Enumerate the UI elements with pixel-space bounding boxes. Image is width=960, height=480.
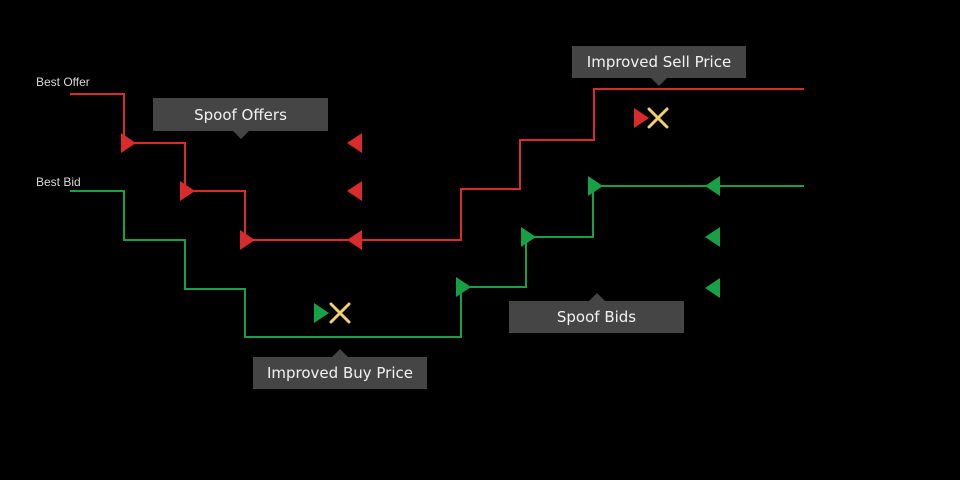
- best-bid-line: [70, 185, 804, 338]
- spoof-bids-text: Spoof Bids: [557, 308, 636, 326]
- improved-sell-price-text: Improved Sell Price: [587, 53, 731, 71]
- spoof-bids-callout: Spoof Bids: [509, 293, 684, 333]
- improved-buy-price-text: Improved Buy Price: [267, 364, 413, 382]
- offer-triangle-icon: [240, 230, 255, 250]
- bid-triangle-icon: [588, 176, 603, 196]
- spoof-offer-triangle-icon: [347, 181, 362, 201]
- offer-triangle-icon: [121, 133, 136, 153]
- improved-buy-price-callout: Improved Buy Price: [253, 349, 427, 389]
- spoof-bid-triangle-icon: [705, 227, 720, 247]
- offer-triangle-icon: [180, 181, 195, 201]
- cancel-x-icon: [647, 107, 669, 129]
- spoof-bid-triangle-icon: [705, 278, 720, 298]
- spoof-offer-triangle-icon: [347, 230, 362, 250]
- spoof-offer-triangle-icon: [347, 133, 362, 153]
- spoof-offers-callout: Spoof Offers: [153, 98, 328, 139]
- spoof-offers-text: Spoof Offers: [194, 106, 287, 124]
- bid-triangle-icon: [456, 277, 471, 297]
- best-offer-label: Best Offer: [36, 75, 90, 89]
- buy-triangle-icon: [314, 303, 329, 323]
- best-bid-label: Best Bid: [36, 175, 81, 189]
- spoof-bid-triangle-icon: [705, 176, 720, 196]
- cancel-x-icon: [329, 302, 351, 324]
- bid-triangle-icon: [521, 227, 536, 247]
- sell-triangle-icon: [634, 108, 649, 128]
- improved-sell-price-callout: Improved Sell Price: [572, 46, 746, 86]
